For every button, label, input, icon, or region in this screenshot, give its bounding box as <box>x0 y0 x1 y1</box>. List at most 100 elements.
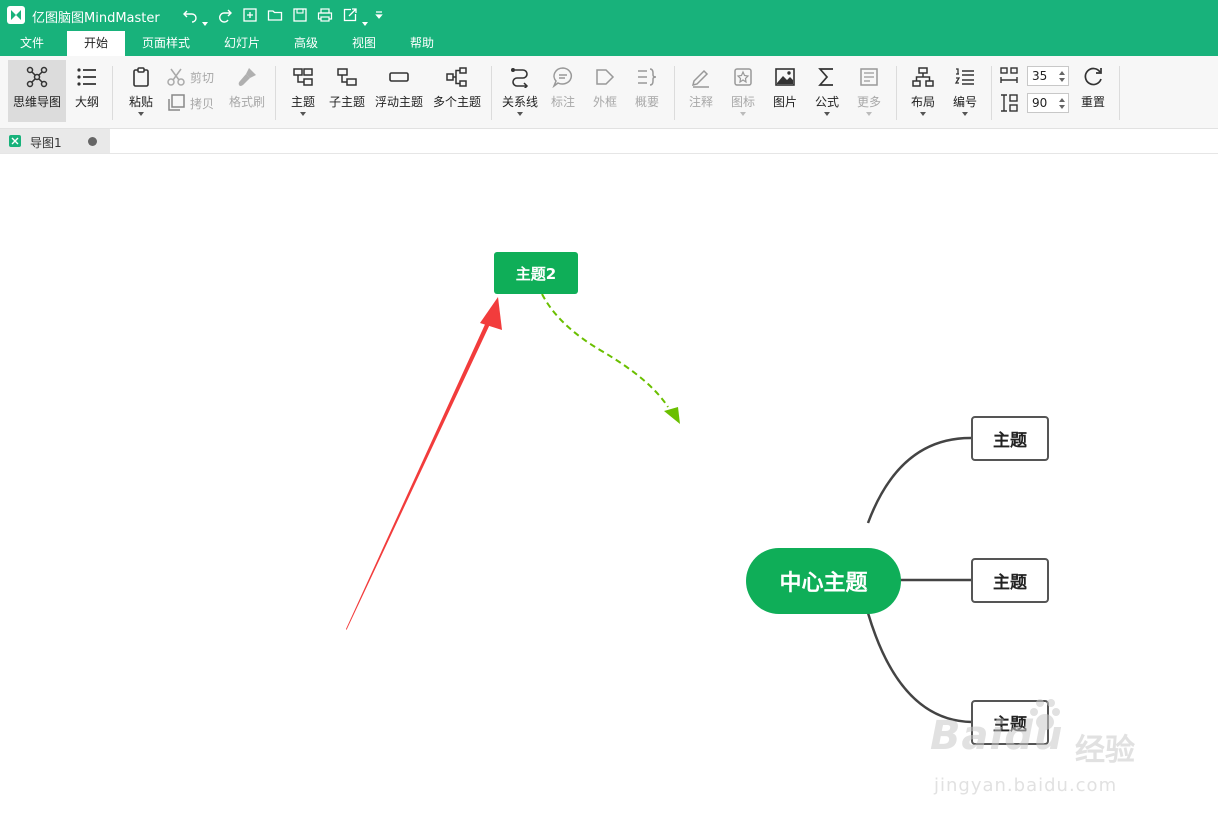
stepper-up-icon[interactable] <box>1059 71 1065 75</box>
paste-button[interactable]: 粘贴 <box>122 60 160 122</box>
export-icon[interactable] <box>341 6 359 24</box>
icon-dropdown-icon[interactable] <box>740 112 746 116</box>
ribbon-separator <box>896 66 897 120</box>
formula-button[interactable]: 公式 <box>808 60 846 122</box>
format-painter-button[interactable]: 格式刷 <box>226 60 268 122</box>
topic-dropdown-icon[interactable] <box>300 112 306 116</box>
watermark-cn: 经验 <box>1075 733 1135 768</box>
title-bar: 亿图脑图MindMaster <box>0 0 1218 31</box>
subtopic-node[interactable]: 主题 <box>971 558 1049 603</box>
open-folder-icon[interactable] <box>266 6 284 24</box>
layout-label: 布局 <box>910 95 935 109</box>
save-icon[interactable] <box>291 6 309 24</box>
paintbrush-icon <box>238 68 256 86</box>
topic-button[interactable]: 主题 <box>285 60 321 122</box>
relationship-line[interactable] <box>541 293 669 408</box>
callout-label: 标注 <box>550 95 575 109</box>
stepper-down-icon[interactable] <box>1059 78 1065 82</box>
horizontal-spacing-value: 35 <box>1032 69 1048 83</box>
boundary-button[interactable]: 外框 <box>586 60 624 122</box>
horizontal-spacing-stepper[interactable]: 35 <box>1027 66 1069 86</box>
mindmap-canvas[interactable]: 主题2 中心主题 主题 主题 主题 Baidu 经验 jingyan.baidu… <box>0 155 1218 826</box>
summary-button[interactable]: 概要 <box>628 60 666 122</box>
stepper-down-icon[interactable] <box>1059 105 1065 109</box>
watermark-brand: Baidu <box>930 713 1064 759</box>
ribbon-separator <box>112 66 113 120</box>
reset-refresh-icon <box>1084 67 1102 86</box>
callout-icon <box>552 67 572 88</box>
star-badge-icon <box>734 68 752 86</box>
layout-dropdown-icon[interactable] <box>920 112 926 116</box>
relationship-arrowhead-icon <box>664 407 680 424</box>
subtopic-icon <box>337 68 357 86</box>
topic-label: 主题 <box>290 95 315 109</box>
numbering-dropdown-icon[interactable] <box>962 112 968 116</box>
outline-view-button[interactable]: 大纲 <box>68 60 106 122</box>
outline-view-label: 大纲 <box>74 95 99 109</box>
baidu-watermark: Baidu 经验 jingyan.baidu.com <box>930 695 1160 805</box>
subtopic-node[interactable]: 主题 <box>971 416 1049 461</box>
document-tab[interactable]: 导图1 <box>0 129 110 153</box>
floating-topic-button[interactable]: 浮动主题 <box>372 60 426 122</box>
floating-topic-label: 浮动主题 <box>374 95 423 109</box>
undo-icon[interactable] <box>181 6 199 24</box>
icon-button[interactable]: 图标 <box>724 60 762 122</box>
floating-topic-node[interactable]: 主题2 <box>494 252 578 294</box>
undo-dropdown-icon[interactable] <box>202 12 208 26</box>
ribbon-separator <box>991 66 992 120</box>
central-topic-node[interactable]: 中心主题 <box>746 548 901 614</box>
ribbon-separator <box>674 66 675 120</box>
more-label: 更多 <box>856 95 881 109</box>
layout-button[interactable]: 布局 <box>904 60 942 122</box>
stepper-up-icon[interactable] <box>1059 98 1065 102</box>
vertical-spacing-stepper[interactable]: 90 <box>1027 93 1069 113</box>
paste-dropdown-icon[interactable] <box>138 112 144 116</box>
formula-dropdown-icon[interactable] <box>824 112 830 116</box>
red-arrow-shaft <box>346 320 491 630</box>
note-label: 注释 <box>688 95 713 109</box>
relationship-line-icon <box>511 68 529 88</box>
vertical-spacing-icon <box>1001 94 1018 112</box>
subtopic-button[interactable]: 子主题 <box>326 60 368 122</box>
multiple-topics-button[interactable]: 多个主题 <box>430 60 484 122</box>
paste-label: 粘贴 <box>128 95 153 109</box>
tab-home[interactable]: 开始 <box>67 31 125 56</box>
unsaved-dot-icon[interactable] <box>88 137 97 146</box>
reset-button[interactable]: 重置 <box>1074 60 1112 122</box>
print-icon[interactable] <box>316 6 334 24</box>
new-file-icon[interactable] <box>241 6 259 24</box>
copy-button[interactable]: 拷贝 <box>166 93 222 113</box>
note-button[interactable]: 注释 <box>682 60 720 122</box>
subtopic-label: 子主题 <box>328 95 365 109</box>
export-dropdown-icon[interactable] <box>362 12 368 26</box>
tab-file[interactable]: 文件 <box>19 36 44 50</box>
customize-toolbar-icon[interactable] <box>370 6 388 24</box>
scissors-icon <box>167 68 185 86</box>
redo-icon[interactable] <box>216 6 234 24</box>
numbering-button[interactable]: 编号 <box>946 60 984 122</box>
relationship-button[interactable]: 关系线 <box>498 60 542 122</box>
tab-help[interactable]: 帮助 <box>409 36 434 50</box>
cut-button[interactable]: 剪切 <box>166 67 222 87</box>
tab-advanced[interactable]: 高级 <box>293 36 318 50</box>
red-arrow-head-icon <box>480 297 502 330</box>
tab-slideshow[interactable]: 幻灯片 <box>223 36 260 50</box>
ribbon-separator <box>275 66 276 120</box>
tab-page-style[interactable]: 页面样式 <box>141 36 190 50</box>
relationship-label: 关系线 <box>501 95 538 109</box>
more-button[interactable]: 更多 <box>850 60 888 122</box>
numbered-list-icon <box>954 68 974 85</box>
layout-tree-icon <box>912 67 934 87</box>
callout-button[interactable]: 标注 <box>544 60 582 122</box>
mindmap-view-label: 思维导图 <box>12 95 61 109</box>
mindmap-view-button[interactable]: 思维导图 <box>8 60 66 122</box>
tab-view[interactable]: 视图 <box>351 36 376 50</box>
more-dropdown-icon[interactable] <box>866 112 872 116</box>
format-painter-label: 格式刷 <box>228 95 265 109</box>
picture-icon <box>775 68 795 86</box>
relationship-dropdown-icon[interactable] <box>517 112 523 116</box>
multiple-topics-icon <box>446 67 467 87</box>
image-button[interactable]: 图片 <box>766 60 804 122</box>
mindmap-icon <box>26 66 48 88</box>
